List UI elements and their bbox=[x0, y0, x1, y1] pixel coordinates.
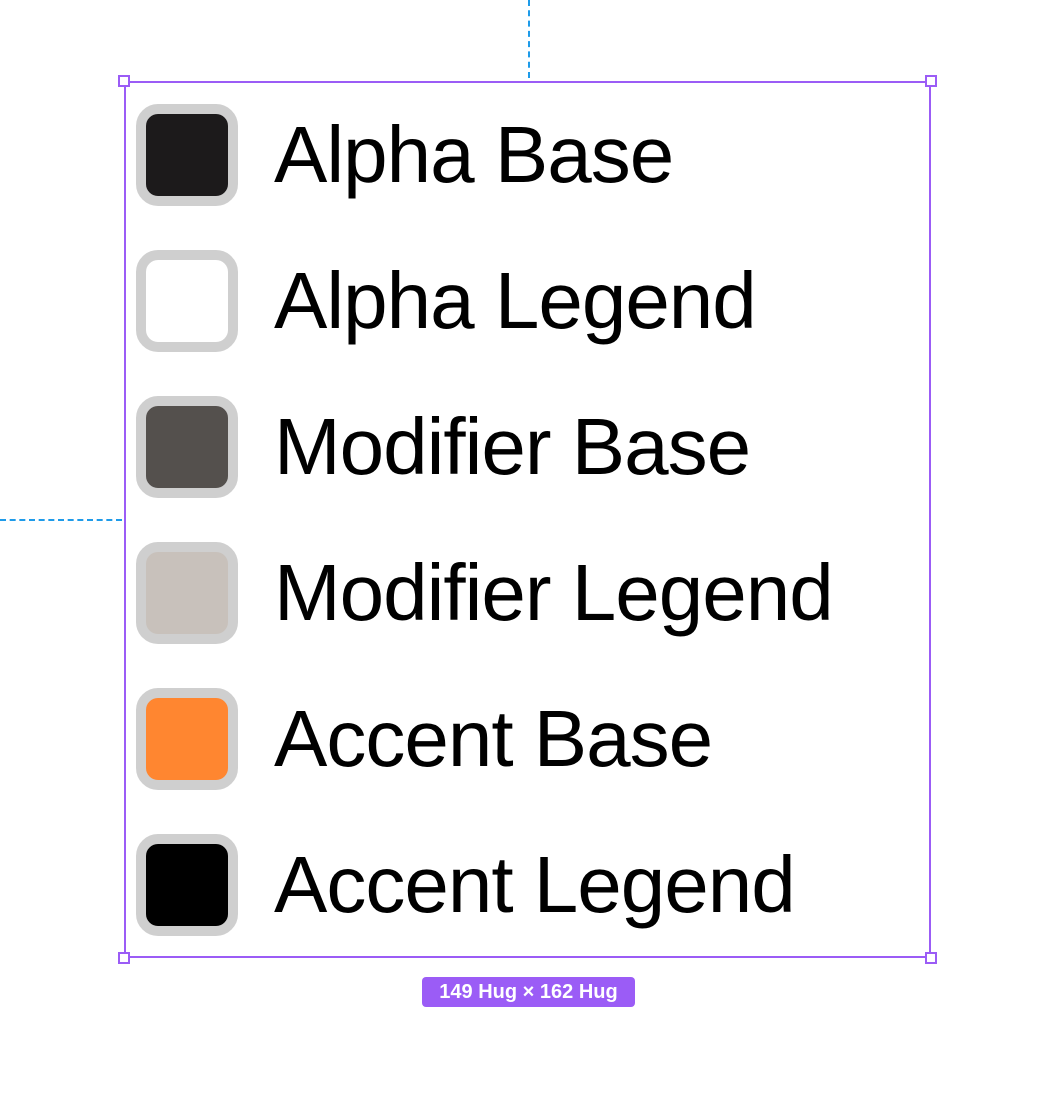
legend-label: Alpha Legend bbox=[274, 256, 757, 345]
legend-item-modifier-base[interactable]: Modifier Base bbox=[136, 395, 833, 499]
color-swatch bbox=[136, 104, 238, 206]
resize-handle-top-left[interactable] bbox=[118, 75, 130, 87]
color-legend: Alpha Base Alpha Legend Modifier Base Mo… bbox=[136, 103, 834, 937]
legend-item-alpha-base[interactable]: Alpha Base bbox=[136, 103, 833, 207]
legend-label: Modifier Legend bbox=[274, 548, 834, 637]
color-swatch bbox=[136, 250, 238, 352]
alignment-guide-horizontal bbox=[0, 519, 122, 521]
legend-label: Modifier Base bbox=[274, 402, 751, 491]
legend-item-accent-base[interactable]: Accent Base bbox=[136, 687, 833, 791]
legend-item-modifier-legend[interactable]: Modifier Legend bbox=[136, 541, 834, 645]
resize-handle-top-right[interactable] bbox=[925, 75, 937, 87]
alignment-guide-vertical bbox=[528, 0, 530, 78]
resize-handle-bottom-left[interactable] bbox=[118, 952, 130, 964]
legend-label: Alpha Base bbox=[274, 110, 674, 199]
legend-item-accent-legend[interactable]: Accent Legend bbox=[136, 833, 833, 937]
color-swatch bbox=[136, 396, 238, 498]
color-swatch bbox=[136, 834, 238, 936]
color-swatch bbox=[136, 688, 238, 790]
color-swatch bbox=[136, 542, 238, 644]
legend-item-alpha-legend[interactable]: Alpha Legend bbox=[136, 249, 833, 353]
legend-label: Accent Legend bbox=[274, 840, 796, 929]
legend-label: Accent Base bbox=[274, 694, 713, 783]
size-badge: 149 Hug × 162 Hug bbox=[422, 977, 635, 1007]
resize-handle-bottom-right[interactable] bbox=[925, 952, 937, 964]
selection-frame[interactable] bbox=[124, 81, 931, 958]
